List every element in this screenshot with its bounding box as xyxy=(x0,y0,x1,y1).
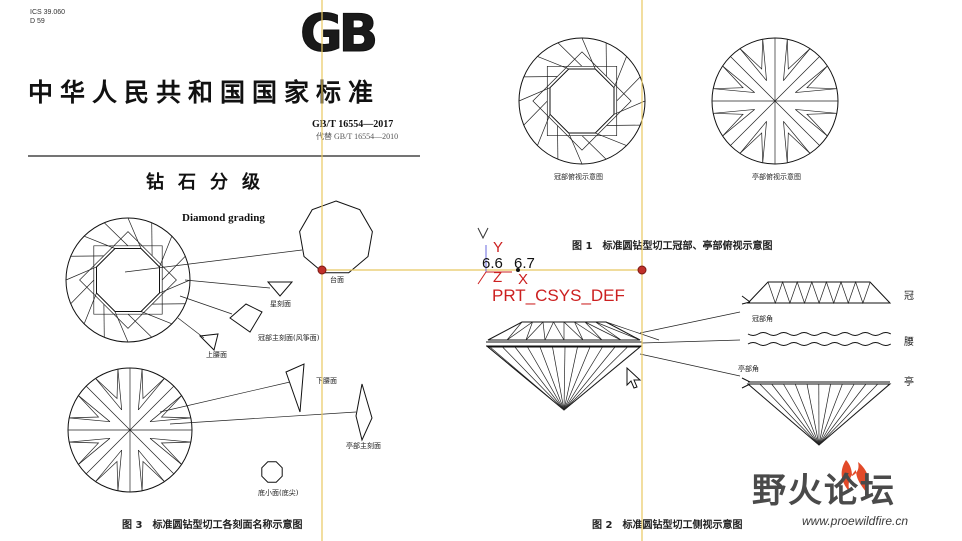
upper-girdle-label: 上腰面 xyxy=(206,351,227,359)
csys-axis-y: Y xyxy=(493,239,504,256)
lower-girdle-facet-shape xyxy=(285,363,305,413)
csys-axis-z: Z xyxy=(493,269,503,286)
star-facet-shape xyxy=(266,281,294,297)
crown-angle-label: 冠部角 xyxy=(752,315,773,323)
datum-point-right[interactable] xyxy=(637,265,647,275)
dimension-left[interactable]: 6.6 xyxy=(482,255,503,272)
document-title-en: Diamond grading xyxy=(182,212,265,224)
mouse-cursor-icon xyxy=(626,366,642,389)
facet-crown-diagram xyxy=(65,217,191,343)
culet-label: 底小面(底尖) xyxy=(258,489,299,497)
crown-top-label: 冠部俯视示意图 xyxy=(554,173,603,181)
pavilion-angle-label: 亭部角 xyxy=(738,365,759,373)
pavilion-section-diagram xyxy=(741,377,892,446)
table-label: 台面 xyxy=(330,276,344,284)
side-leader-lines xyxy=(639,311,741,377)
watermark-url: www.proewildfire.cn xyxy=(802,514,909,528)
document-title: 钻石分级 xyxy=(146,172,274,193)
table-facet-shape xyxy=(299,200,373,274)
csys-name-label[interactable]: PRT_CSYS_DEF xyxy=(492,286,625,305)
dimension-right[interactable]: 6.7 xyxy=(514,255,535,272)
national-standard-heading: 中华人民共和国国家标准 xyxy=(28,78,381,107)
upper-girdle-facet-shape xyxy=(198,333,219,351)
side-girdle-label: 腰 xyxy=(904,337,914,348)
pavilion-main-label: 亭部主刻面 xyxy=(346,442,381,450)
side-view-diagram xyxy=(486,321,660,411)
crown-top-view-diagram xyxy=(518,37,646,165)
csys-axis-x: X xyxy=(518,271,529,288)
ics-code: ICS 39.060 xyxy=(30,9,66,16)
crown-section-diagram xyxy=(741,280,892,305)
figure3-caption: 图 3 标准圆钻型切工各刻面名称示意图 xyxy=(122,520,303,531)
gb-logo: GB xyxy=(299,4,378,64)
figure1-caption: 图 1 标准圆钻型切工冠部、亭部俯视示意图 xyxy=(572,241,773,252)
crown-main-facet-label: 冠部主刻面(风筝面) xyxy=(258,334,320,342)
datum-point-left[interactable] xyxy=(317,265,327,275)
standard-number: GB/T 16554—2017 xyxy=(312,119,394,130)
kite-facet-shape xyxy=(229,303,263,333)
replaces-standard: 代替 GB/T 16554—2010 xyxy=(316,132,399,141)
watermark-text: 野火论坛 xyxy=(752,471,896,511)
pavilion-top-view-diagram xyxy=(711,37,839,165)
culet-facet-shape xyxy=(261,461,283,483)
side-crown-label: 冠 xyxy=(904,291,914,302)
figure2-caption: 图 2 标准圆钻型切工侧视示意图 xyxy=(592,520,743,531)
facet-leader-lines xyxy=(124,249,357,425)
star-facet-label: 星刻面 xyxy=(270,300,291,308)
csys-triad-icon[interactable] xyxy=(477,227,520,285)
class-code: D 59 xyxy=(30,18,45,25)
flame-logo-icon xyxy=(841,460,869,492)
side-pavilion-label: 亭 xyxy=(904,377,914,388)
pavilion-top-label: 亭部俯视示意图 xyxy=(752,173,801,181)
girdle-section-diagram xyxy=(747,332,892,346)
pavilion-main-facet-shape xyxy=(355,383,373,442)
facet-pavilion-diagram xyxy=(67,367,193,493)
lower-girdle-label: 下腰面 xyxy=(316,377,337,385)
